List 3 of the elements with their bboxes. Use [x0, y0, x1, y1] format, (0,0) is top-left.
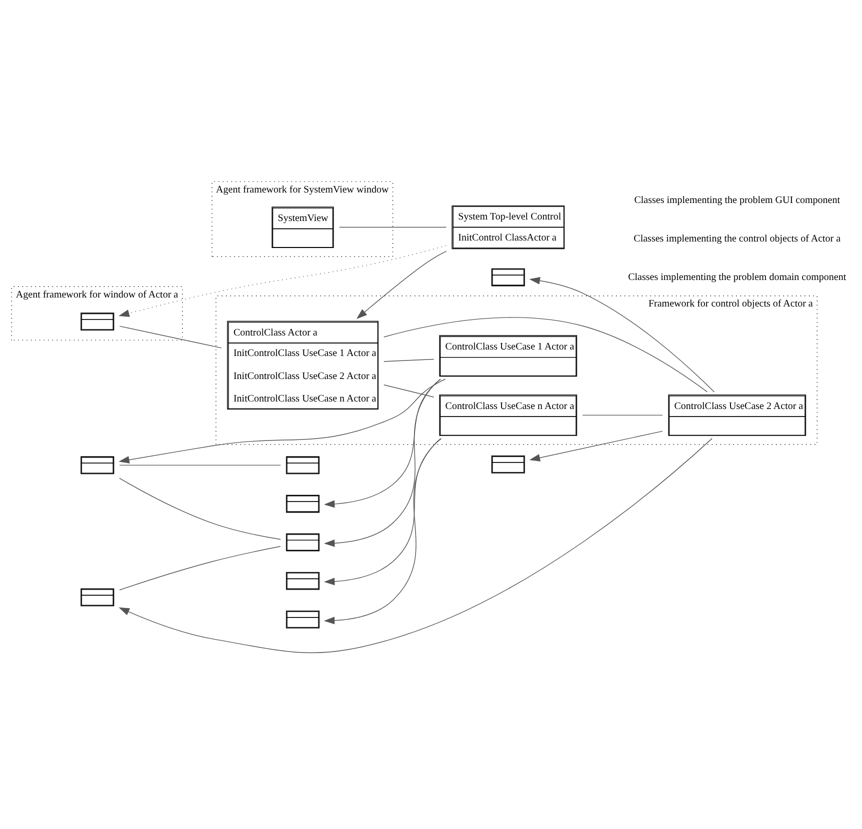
label: Classes implementing the problem GUI component	[634, 194, 840, 206]
label: Classes implementing the control objects of Actor a	[634, 233, 841, 244]
label: Classes implementing the problem domain component	[628, 272, 846, 283]
